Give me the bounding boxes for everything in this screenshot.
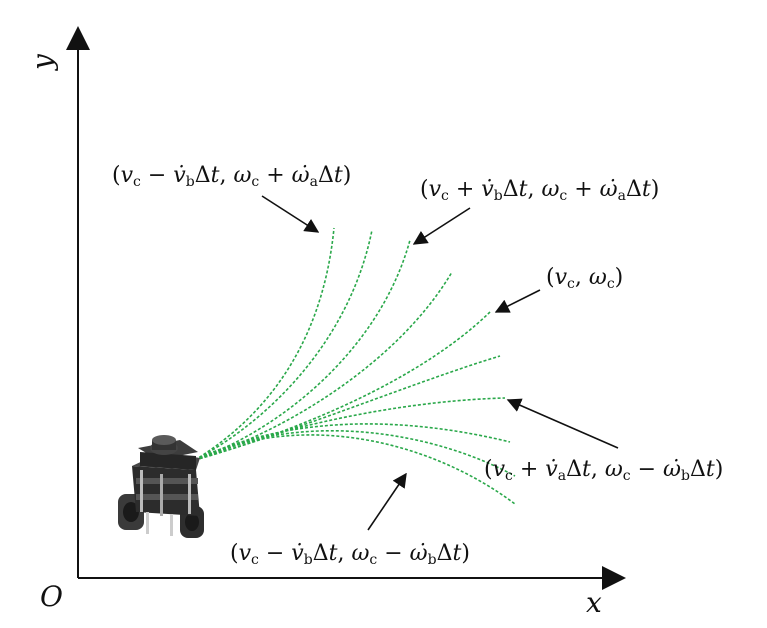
- label-bottom: (vc − v̇bΔt, ωc − ω̇bΔt): [230, 541, 470, 568]
- trajectory-9: [194, 429, 516, 477]
- label-top-left: (vc − v̇bΔt, ωc + ω̇aΔt): [112, 163, 351, 190]
- arrow-top-right: [412, 207, 471, 245]
- label-lower-right: (vc + v̇aΔt, ωc − ω̇bΔt): [484, 457, 723, 484]
- pointer-arrows: [261, 195, 619, 531]
- trajectory-1: [194, 227, 335, 461]
- trajectory-6: [194, 355, 501, 461]
- trajectory-10: [194, 434, 516, 505]
- arrow-top-left: [261, 195, 320, 233]
- trajectory-5: [194, 311, 491, 461]
- arrow-lower-right: [506, 398, 619, 449]
- trajectory-7: [194, 397, 506, 461]
- arrow-middle: [494, 289, 541, 313]
- axes: O x y: [26, 26, 626, 619]
- x-axis-label: x: [586, 586, 602, 619]
- arrow-bottom: [367, 472, 407, 531]
- control-labels: (vc − v̇bΔt, ωc + ω̇aΔt) (vc + v̇bΔt, ωc…: [112, 163, 723, 568]
- origin-label: O: [40, 580, 63, 613]
- trajectory-fan: [194, 227, 516, 505]
- trajectory-2: [194, 229, 373, 461]
- label-top-right: (vc + v̇bΔt, ωc + ω̇aΔt): [420, 177, 659, 204]
- robot-image: [118, 435, 204, 538]
- label-middle: (vc, ωc): [546, 265, 623, 292]
- y-axis-label: y: [26, 53, 59, 72]
